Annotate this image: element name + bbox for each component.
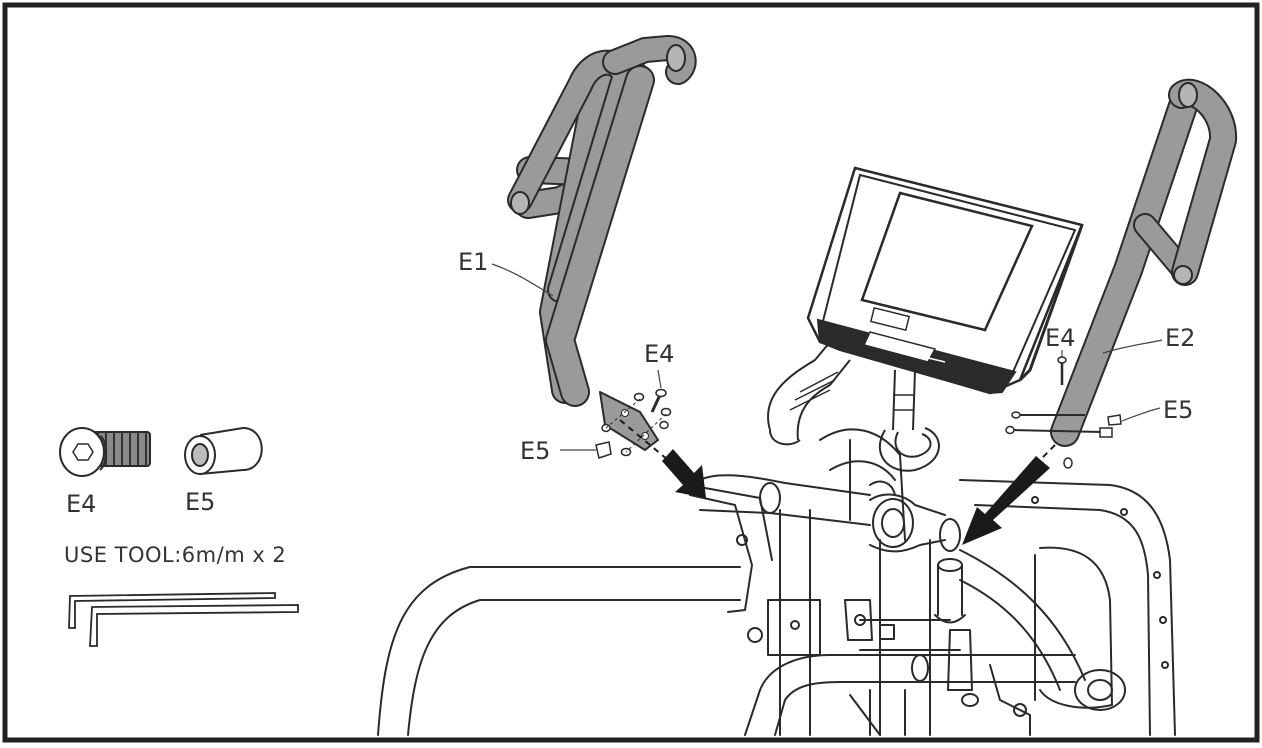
label-e5-right: E5 [1163, 396, 1193, 424]
arrow-right [962, 456, 1050, 545]
parts-legend: E4 E5 USE TOOL:6m/m x 2 [59, 426, 299, 647]
tool-note: USE TOOL:6m/m x 2 [64, 543, 286, 567]
allen-key-icon [68, 592, 299, 647]
label-e4-right: E4 [1045, 324, 1075, 352]
elliptical-frame [377, 428, 1176, 736]
sleeve-e5-icon [184, 426, 263, 475]
legend-label-e5: E5 [185, 488, 215, 516]
label-e5-left: E5 [520, 437, 550, 465]
bolt-e4-icon [59, 427, 151, 477]
assembly-arrows [619, 419, 1056, 545]
label-e1: E1 [458, 248, 488, 276]
legend-label-e4: E4 [66, 490, 96, 518]
label-e2: E2 [1165, 324, 1195, 352]
leader-lines [491, 263, 1163, 451]
arrow-left [662, 449, 706, 498]
right-fasteners [1005, 356, 1122, 469]
left-handlebar-e1 [507, 35, 697, 451]
right-handlebar-e2 [1050, 78, 1237, 447]
console-display [767, 166, 1084, 472]
left-fasteners [595, 388, 672, 459]
label-e4-left: E4 [644, 340, 674, 368]
